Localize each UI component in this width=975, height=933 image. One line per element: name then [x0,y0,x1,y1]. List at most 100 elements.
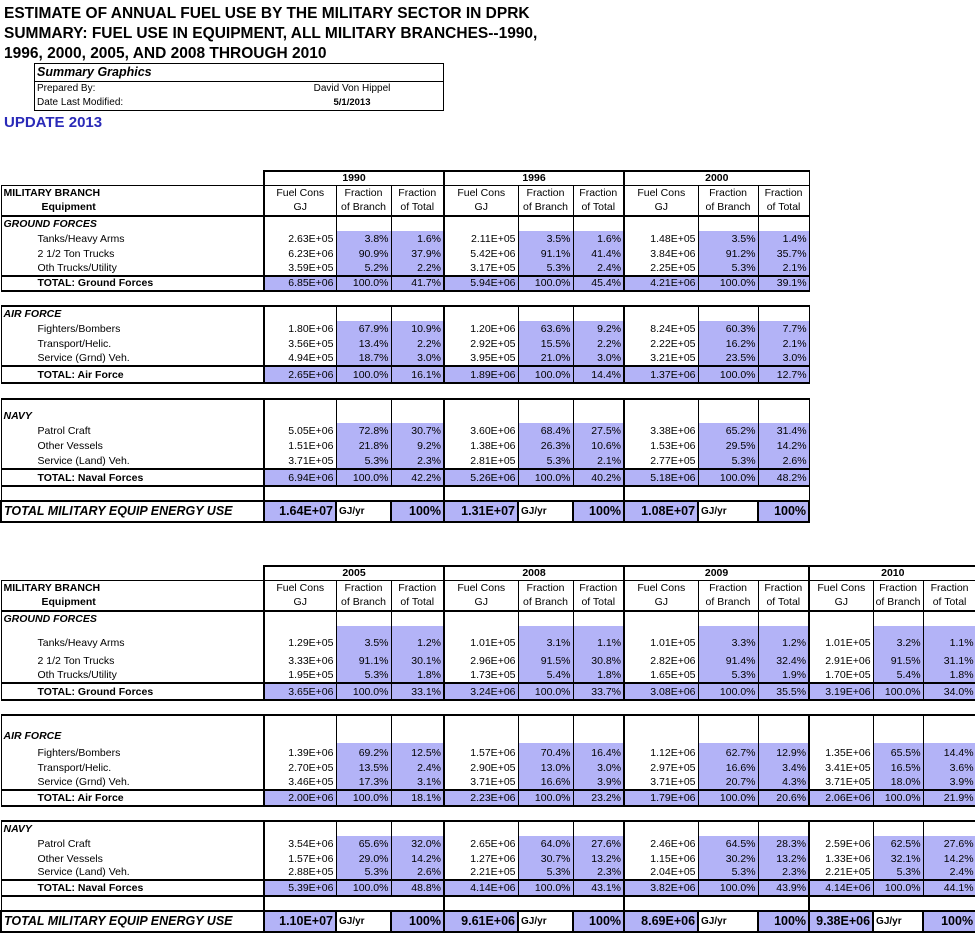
fraction-of-total-cell: 3.0% [390,350,445,366]
fraction-of-total-cell: 1.8% [390,667,445,683]
fuel-cons-header-line: GJ [834,596,848,609]
date-modified-row: Date Last Modified: 5/1/2013 [35,96,443,110]
empty-cell [757,819,810,836]
fraction-of-branch-cell: 64.5% [697,835,759,851]
empty-cell [263,304,337,321]
fraction-of-branch-cell: 5.3% [335,865,392,880]
fraction-of-branch-cell: 69.2% [335,742,392,760]
equipment-label: Service (Land) Veh. [0,865,265,880]
fraction-of-branch-cell: 21.0% [517,350,574,366]
fraction-of-total-header-line: of Total [932,596,967,609]
fuel-cons-cell: 2.25E+05 [623,260,699,276]
total-fraction-of-total-cell: 44.1% [922,878,975,897]
fuel-cons-cell: 1.33E+06 [808,850,874,866]
fuel-cons-cell: 1.27E+06 [443,850,519,866]
fraction-of-branch-cell: 3.5% [517,230,574,246]
total-fraction-of-branch-cell: 100.0% [335,878,392,897]
fuel-cons-cell: 2.21E+05 [808,865,874,880]
fraction-of-branch-header-line: Fraction [526,187,565,200]
fuel-cons-cell: 4.94E+05 [263,350,337,366]
prepared-by-row: Prepared By: David Von Hippel [35,82,443,96]
fraction-of-branch-cell: 5.3% [697,865,759,880]
blank-cell [1,171,264,186]
fraction-of-total-header-line: Fraction [579,582,618,595]
fuel-cons-cell: 1.01E+05 [623,625,699,650]
empty-cell [697,819,759,836]
military-branch-label: MILITARY BRANCH [3,187,101,200]
grand-total-value: 1.08E+07 [623,499,700,523]
fraction-of-branch-cell: 3.1% [517,625,574,650]
grand-total-percent: 100% [757,499,811,523]
fuel-cons-cell: 1.53E+06 [623,437,699,453]
total-fraction-of-branch-cell: 100.0% [697,364,759,384]
section-label-air-force: AIR FORCE [0,713,265,743]
fraction-of-total-cell: 2.3% [757,865,810,880]
fraction-of-branch-cell: 5.3% [697,667,759,683]
total-fraction-of-total-cell: 34.0% [922,681,975,701]
section-total-label: TOTAL: Air Force [0,788,265,807]
fraction-of-branch-cell: 65.2% [697,422,759,438]
fraction-of-total-cell: 14.2% [390,850,445,866]
total-fraction-of-branch-cell: 100.0% [517,878,574,897]
section-label-air-force: AIR FORCE [0,304,265,321]
grand-total-unit: GJ/yr [697,499,760,523]
fraction-of-total-cell: 2.2% [390,260,445,276]
fraction-of-total-header-line: Fraction [579,187,618,200]
fuel-cons-cell: 2.70E+05 [263,759,337,775]
total-fraction-of-total-cell: 48.2% [757,467,810,487]
fuel-cons-cell: 1.29E+05 [263,625,337,650]
empty-cell [697,397,759,423]
total-fuel-cons-cell: 3.82E+06 [623,878,699,897]
spacer-cell [1,805,975,821]
fraction-of-branch-cell: 5.3% [697,260,759,276]
fraction-of-branch-cell: 20.7% [697,774,759,790]
fraction-of-total-cell: 2.4% [922,865,975,880]
total-fraction-of-total-cell: 33.1% [390,681,445,701]
section-total-label: TOTAL: Ground Forces [0,274,265,292]
total-fuel-cons-cell: 1.89E+06 [443,364,519,384]
total-fuel-cons-cell: 3.08E+06 [623,681,699,701]
fraction-of-branch-cell: 16.5% [872,759,924,775]
fuel-cons-cell: 1.12E+06 [623,742,699,760]
fuel-cons-cell: 2.81E+05 [443,452,519,469]
fraction-of-branch-cell: 62.5% [872,835,924,851]
total-fraction-of-total-cell: 42.2% [390,467,445,487]
section-label-row-ground-forces: GROUND FORCES [0,214,810,231]
equipment-label: Tanks/Heavy Arms [0,230,265,246]
fraction-of-total-cell: 3.1% [390,774,445,790]
fuel-cons-cell: 3.17E+05 [443,260,519,276]
fraction-of-total-cell: 27.6% [922,835,975,851]
fuel-cons-cell: 8.24E+05 [623,320,699,336]
fuel-cons-cell: 6.23E+06 [263,245,337,261]
date-modified-label: Date Last Modified: [37,97,124,108]
empty-cell [517,304,574,321]
fraction-of-total-cell: 10.9% [390,320,445,336]
fraction-of-branch-cell: 3.2% [872,625,924,650]
fuel-cons-cell: 1.38E+06 [443,437,519,453]
fraction-of-branch-cell: 3.8% [335,230,392,246]
fraction-of-total-cell: 1.2% [390,625,445,650]
fuel-cons-cell: 1.95E+05 [263,667,337,683]
grand-total-unit: GJ/yr [517,499,575,523]
blank-cell [443,894,625,911]
fraction-of-total-cell: 3.9% [572,774,625,790]
equipment-label: Other Vessels [0,850,265,866]
fuel-cons-cell: 3.95E+05 [443,350,519,366]
fraction-of-branch-cell: 91.5% [872,649,924,668]
fraction-of-total-cell: 2.1% [757,260,810,276]
empty-cell [572,214,625,231]
fuel-cons-cell: 2.04E+05 [623,865,699,880]
fraction-of-branch-cell: 18.0% [872,774,924,790]
fraction-of-total-cell: 10.6% [572,437,625,453]
fuel-cons-cell: 3.71E+05 [263,452,337,469]
fraction-of-total-cell: 27.5% [572,422,625,438]
